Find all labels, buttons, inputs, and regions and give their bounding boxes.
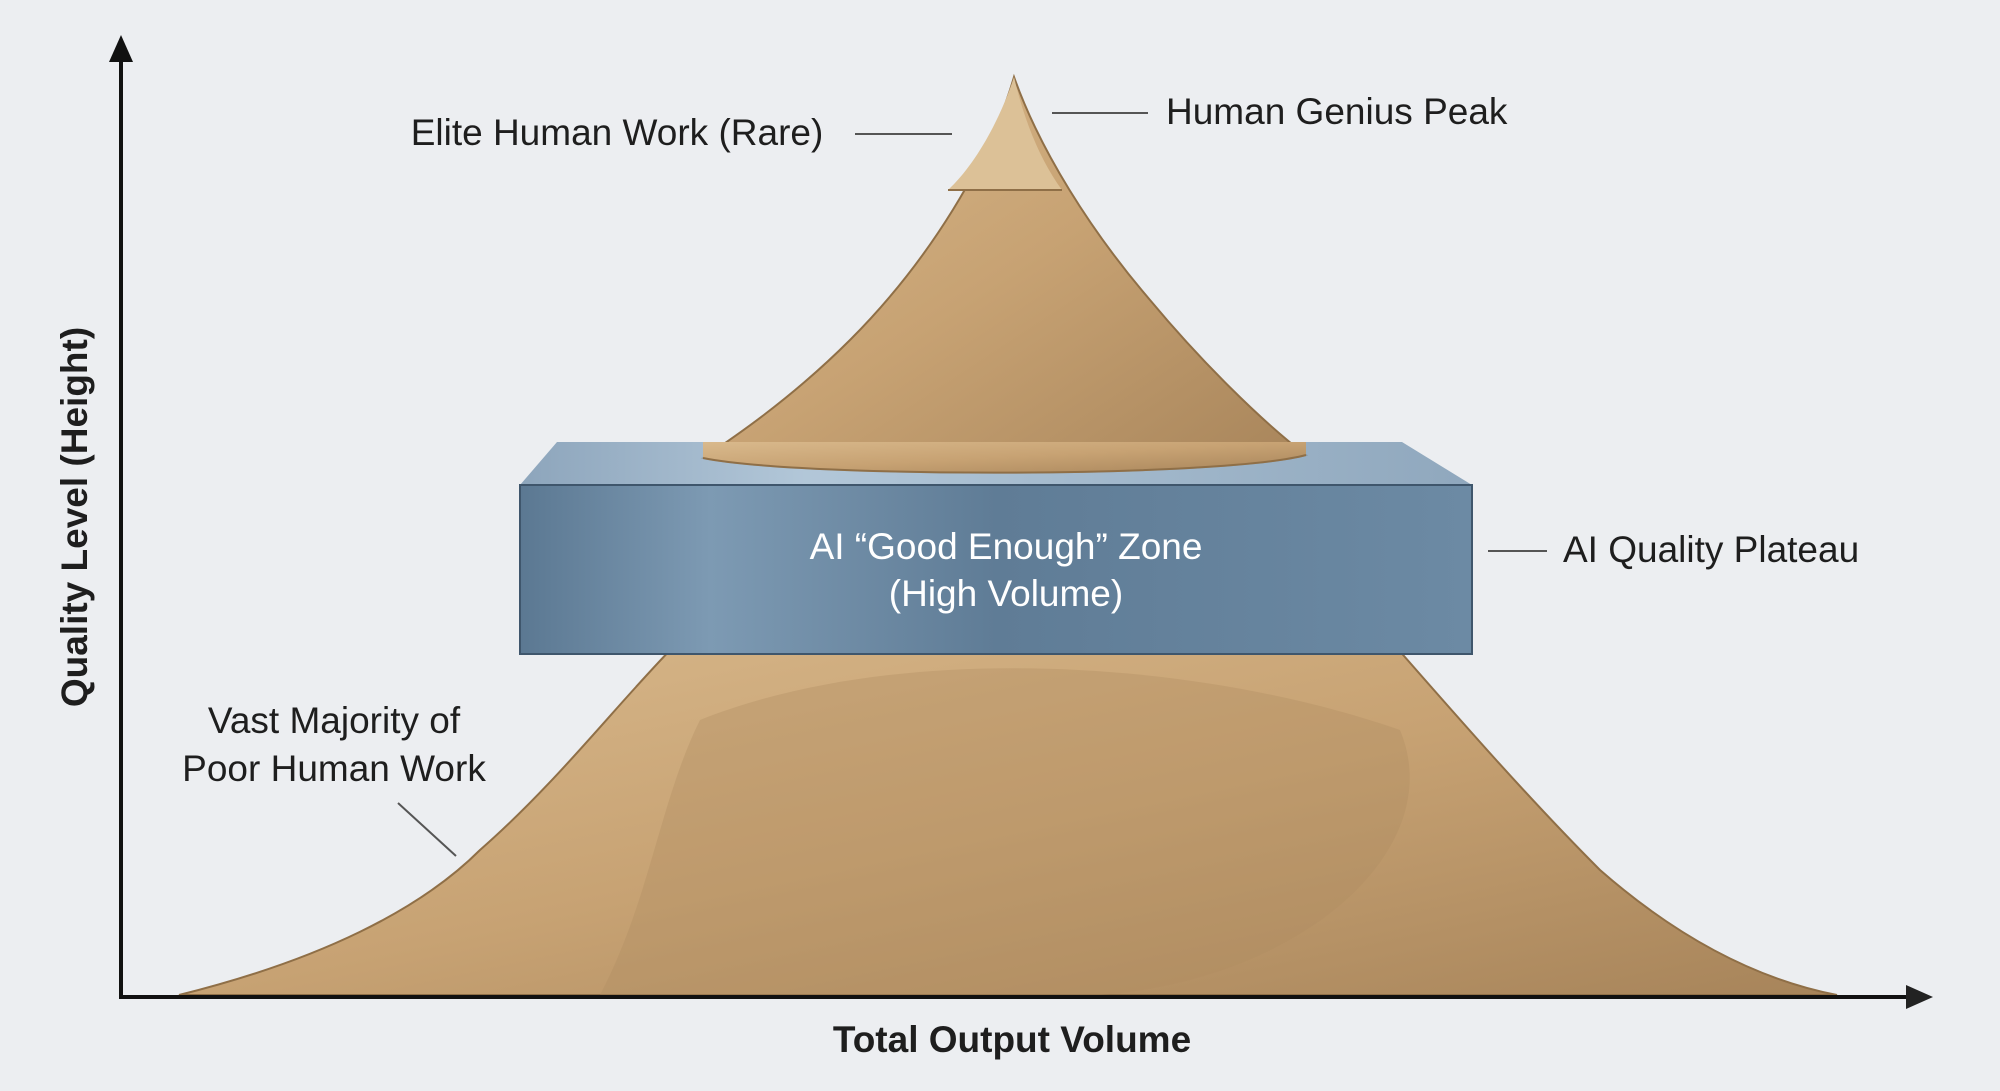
majority-label-line1: Vast Majority of bbox=[207, 700, 461, 741]
x-axis-arrow-icon bbox=[1906, 985, 1933, 1009]
elite-human-work-label: Elite Human Work (Rare) bbox=[410, 112, 824, 153]
ai-zone-title: AI “Good Enough” Zone bbox=[809, 526, 1203, 567]
ai-zone-subtitle: (High Volume) bbox=[888, 573, 1124, 614]
x-axis-label: Total Output Volume bbox=[832, 1019, 1192, 1060]
human-genius-peak-label: Human Genius Peak bbox=[1166, 91, 1508, 132]
ai-zone-front-face bbox=[519, 484, 1473, 655]
y-axis-label: Quality Level (Height) bbox=[54, 326, 95, 708]
y-axis-arrow-icon bbox=[109, 35, 133, 62]
ai-quality-plateau-label: AI Quality Plateau bbox=[1563, 529, 1860, 570]
majority-leader-line bbox=[397, 802, 457, 857]
majority-label-line2: Poor Human Work bbox=[182, 748, 486, 789]
mountain-shading bbox=[600, 668, 1410, 995]
genius-peak-cap bbox=[948, 77, 1062, 190]
